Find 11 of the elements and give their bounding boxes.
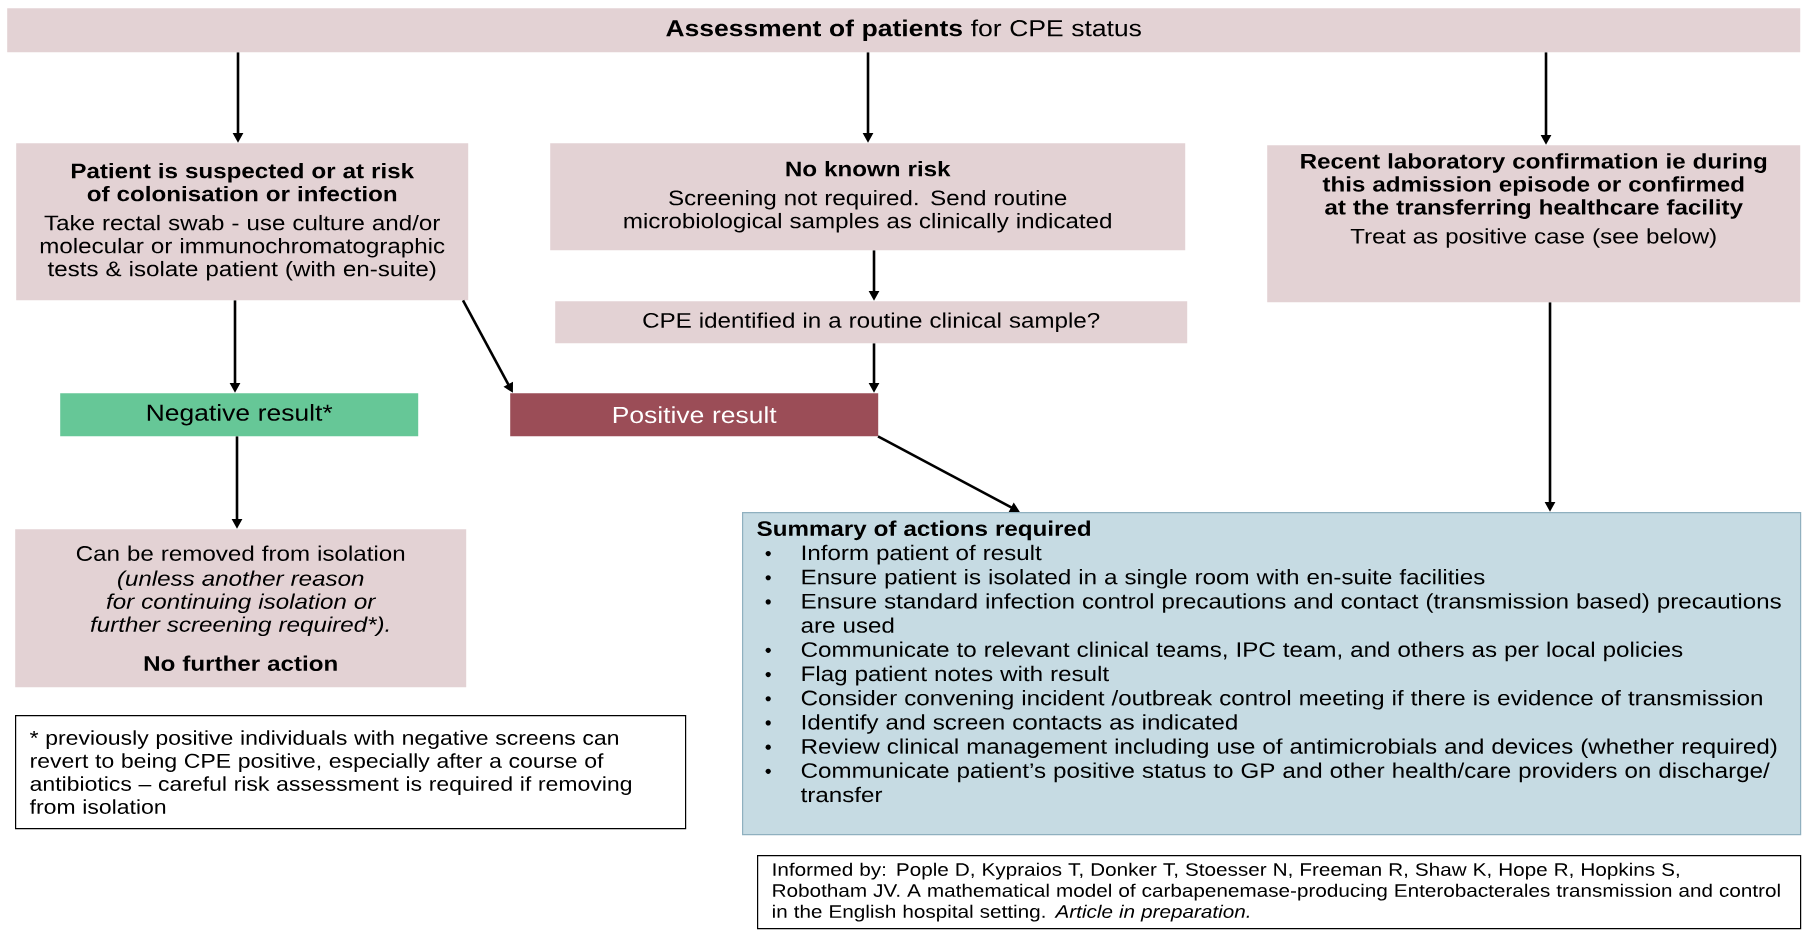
process-box: Patient is suspected or at risk of colonisation or infection Take rectal swab - use culture and/or molecular or immunochromatographic tests & isolate patient (with en-suite) — [16, 143, 469, 301]
result-box: Positive result — [510, 393, 879, 437]
citation-box: Informed by: Pople D, Kypraios T, Donker T, Stoesser N, Freeman R, Shaw K, Hope R, Hopkins S, Robotham JV. A mathematical model of carbapenemase-producing Enterobacterales transmission and control in the English hospital setting. Article in preparation. — [757, 855, 1802, 930]
process-box: No known risk Screening not required. Send routine microbiological samples as clinically indicated — [550, 143, 1186, 251]
title-banner: Assessment of patients for CPE status — [7, 8, 1801, 53]
process-box: Recent laboratory confirmation ie during this admission episode or confirmed at the transferring healthcare facility Treat as positive case (see below) — [1267, 145, 1801, 303]
result-box: Negative result* — [60, 393, 419, 437]
question-box: CPE identified in a routine clinical sample? — [555, 301, 1188, 344]
outcome-box: Can be removed from isolation (unless another reason for continuing isolation or further screening required*). No further action — [15, 529, 467, 688]
summary-box: Summary of actions required Inform patient of result Ensure patient is isolated in a single room with en-suite facilities Ensure standard infection control precautions and contact (transmission based) precautions are used Communicate to relevant clinical teams, IPC team, and others as per local policies Flag patient notes with result Consider convening incident /outbreak control meeting if there is evidence of transmission Identify and screen contacts as indicated Review clinical management including use of antimicrobials and devices (whether required) Communicate patient’s positive status to GP and other health/care providers on discharge/ transfer — [742, 512, 1802, 836]
footnote-box: * previously positive individuals with negative screens can revert to being CPE positive, especially after a course of antibiotics – careful risk assessment is required if removing from isolation — [15, 715, 687, 830]
